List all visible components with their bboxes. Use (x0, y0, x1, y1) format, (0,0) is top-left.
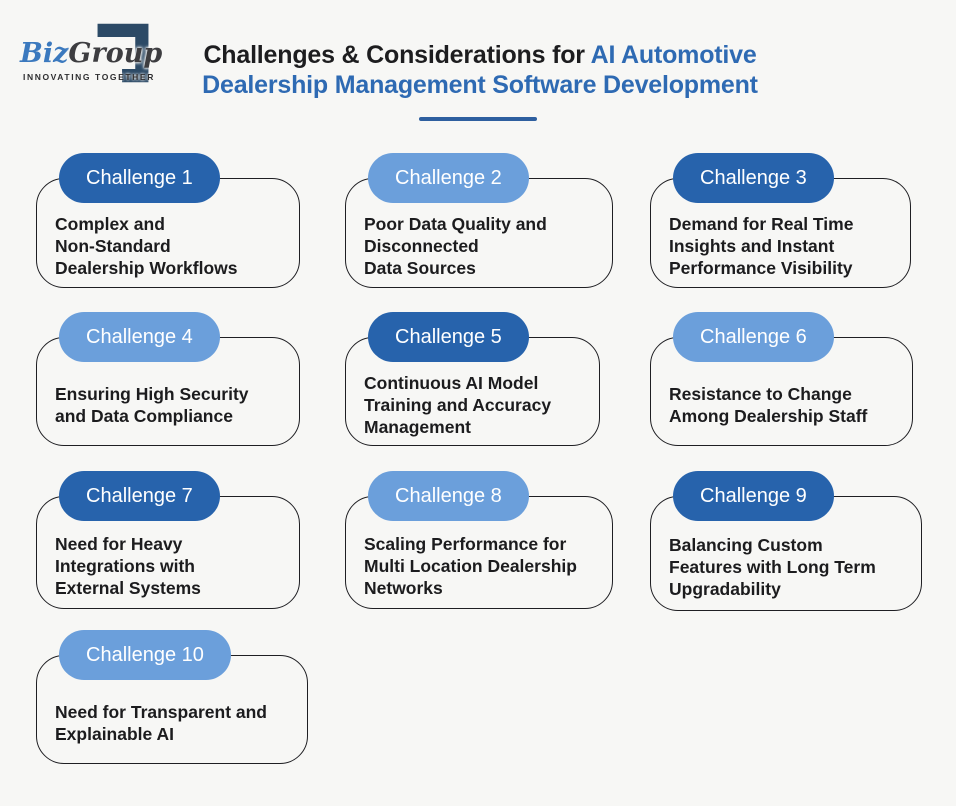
title-highlight: AI Automotive (590, 41, 757, 69)
challenge-badge-6: Challenge 6 (673, 312, 834, 362)
challenge-badge-3: Challenge 3 (673, 153, 834, 203)
challenge-text-8: Scaling Performance for Multi Location D… (364, 533, 577, 598)
challenge-text-4: Ensuring High Security and Data Complian… (55, 383, 249, 426)
challenge-badge-5: Challenge 5 (368, 312, 529, 362)
challenge-card-9: Challenge 9 Balancing Custom Features wi… (650, 471, 922, 611)
challenge-badge-7: Challenge 7 (59, 471, 220, 521)
challenge-card-1: Challenge 1 Complex and Non-Standard Dea… (36, 153, 300, 288)
challenge-badge-1: Challenge 1 (59, 153, 220, 203)
challenge-text-3: Demand for Real Time Insights and Instan… (669, 214, 854, 278)
biz4group-logo: BizGroup INNOVATING TOGETHER (18, 16, 178, 88)
challenge-card-6: Challenge 6 Resistance to Change Among D… (650, 312, 913, 446)
challenge-card-5: Challenge 5 Continuous AI Model Training… (345, 312, 600, 446)
title-prefix: Challenges & Considerations for (203, 41, 591, 69)
challenge-card-2: Challenge 2 Poor Data Quality and Discon… (345, 153, 613, 288)
challenge-badge-4: Challenge 4 (59, 312, 220, 362)
challenge-card-4: Challenge 4 Ensuring High Security and D… (36, 312, 300, 446)
title-line-1: Challenges & Considerations for AI Autom… (120, 40, 840, 70)
challenge-badge-10: Challenge 10 (59, 630, 231, 680)
challenge-card-7: Challenge 7 Need for Heavy Integrations … (36, 471, 300, 609)
challenge-text-5: Continuous AI Model Training and Accurac… (364, 372, 552, 437)
challenge-card-3: Challenge 3 Demand for Real Time Insight… (650, 153, 911, 288)
title-line-2: Dealership Management Software Developme… (202, 71, 758, 99)
challenge-text-7: Need for Heavy Integrations with Externa… (55, 533, 201, 598)
challenge-text-2: Poor Data Quality and Disconnected Data … (364, 214, 547, 278)
logo-tagline: INNOVATING TOGETHER (23, 72, 155, 82)
challenge-card-8: Challenge 8 Scaling Performance for Mult… (345, 471, 613, 609)
challenge-badge-2: Challenge 2 (368, 153, 529, 203)
page-title: Challenges & Considerations for AI Autom… (120, 40, 840, 121)
challenge-badge-8: Challenge 8 (368, 471, 529, 521)
logo-word-biz: Biz (20, 38, 69, 69)
challenge-text-1: Complex and Non-Standard Dealership Work… (55, 214, 238, 278)
challenge-text-9: Balancing Custom Features with Long Term… (669, 534, 876, 599)
challenge-text-10: Need for Transparent and Explainable AI (55, 701, 267, 744)
title-underline (419, 117, 537, 121)
challenge-card-10: Challenge 10 Need for Transparent and Ex… (36, 630, 308, 764)
logo-word-group: Group (68, 38, 163, 69)
logo-wordmark: BizGroup (20, 40, 162, 67)
challenge-text-6: Resistance to Change Among Dealership St… (669, 383, 868, 426)
challenge-badge-9: Challenge 9 (673, 471, 834, 521)
logo-bracket-icon (97, 23, 149, 83)
